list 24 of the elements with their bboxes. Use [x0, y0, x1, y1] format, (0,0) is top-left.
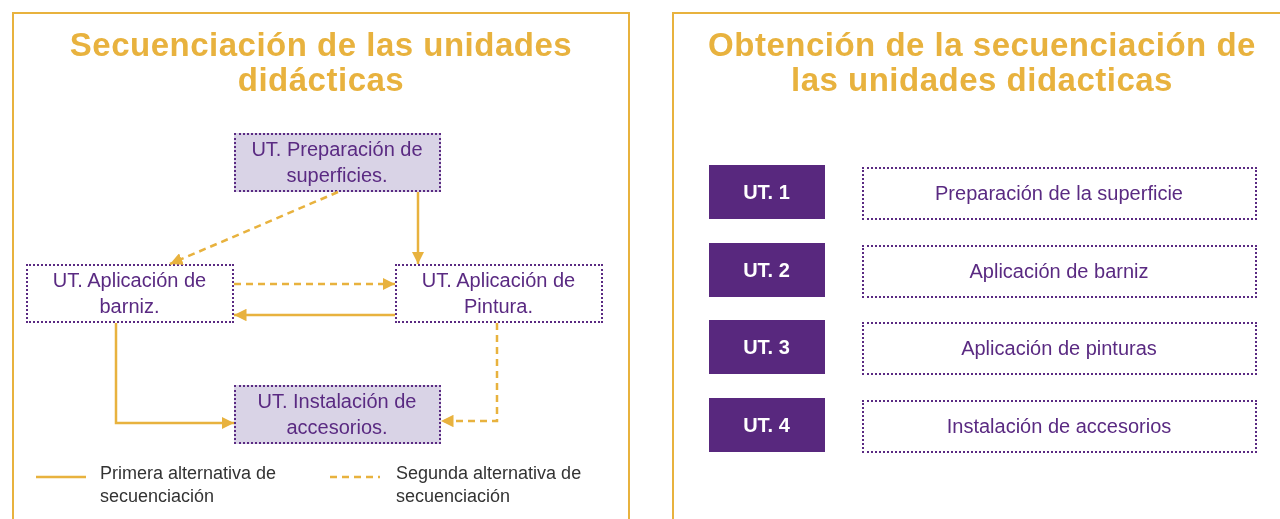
arrow	[114, 323, 234, 430]
legend-text: Segunda alternativa de secuenciación	[396, 462, 583, 507]
panel-title: Obtención de la secuenciación de las unidades didacticas	[707, 28, 1257, 98]
process-box: UT. Aplicación de barniz.	[25, 263, 234, 323]
process-box: UT. Aplicación de Pintura.	[394, 263, 603, 323]
arrow	[411, 192, 425, 264]
legend-text: Primera alternativa de secuenciación	[100, 462, 278, 507]
arrow	[234, 277, 395, 291]
panel	[672, 12, 1280, 519]
process-box: Preparación de la superficie	[861, 166, 1257, 220]
process-box: Aplicación de barniz	[861, 244, 1257, 298]
unit-label: UT. 4	[708, 397, 825, 452]
arrow	[234, 308, 395, 322]
process-box: Instalación de accesorios	[861, 399, 1257, 453]
unit-label: UT. 3	[708, 319, 825, 374]
panel-title: Secuenciación de las unidades didácticas	[68, 28, 574, 98]
process-box: UT. Preparación de superficies.	[233, 132, 441, 192]
unit-label: UT. 1	[708, 164, 825, 219]
arrow	[441, 323, 499, 428]
process-box: Aplicación de pinturas	[861, 321, 1257, 375]
process-box: UT. Instalación de accesorios.	[233, 384, 441, 444]
unit-label: UT. 2	[708, 242, 825, 297]
arrow	[169, 190, 339, 266]
panel	[12, 12, 630, 519]
